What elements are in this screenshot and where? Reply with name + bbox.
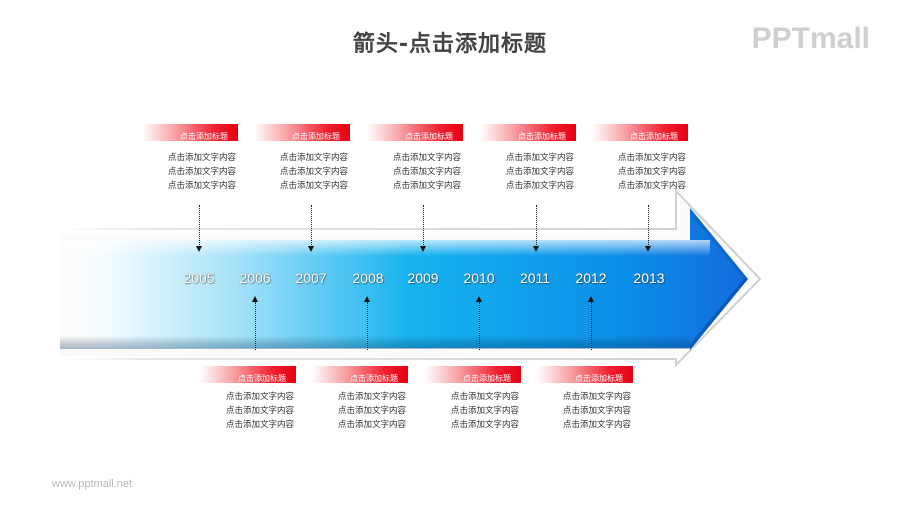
card-text-line[interactable]: 点击添加文字内容 xyxy=(617,167,686,177)
card-text-line[interactable]: 点击添加文字内容 xyxy=(225,420,294,430)
year-label: 2010 xyxy=(463,270,495,286)
card-title[interactable]: 点击添加标题 xyxy=(238,374,286,383)
card-title-bar[interactable]: 点击添加标题 xyxy=(480,124,576,141)
card-title[interactable]: 点击添加标题 xyxy=(518,132,566,141)
timeline-card-top[interactable]: 点击添加标题 点击添加文字内容 点击添加文字内容 点击添加文字内容 xyxy=(254,124,350,193)
arrow-down-icon xyxy=(196,246,202,252)
card-title-bar[interactable]: 点击添加标题 xyxy=(312,366,408,383)
connector-line xyxy=(311,205,312,247)
connector-line xyxy=(648,205,649,247)
connector-line xyxy=(255,302,256,350)
year-label: 2012 xyxy=(575,270,607,286)
year-label: 2007 xyxy=(295,270,327,286)
card-title-bar[interactable]: 点击添加标题 xyxy=(537,366,633,383)
year-label: 2005 xyxy=(183,270,215,286)
card-title-bar[interactable]: 点击添加标题 xyxy=(425,366,521,383)
arrow-up-icon xyxy=(364,296,370,302)
connector-line xyxy=(479,302,480,350)
arrow-down-icon xyxy=(420,246,426,252)
card-title[interactable]: 点击添加标题 xyxy=(463,374,511,383)
connector-line xyxy=(423,205,424,247)
arrow-down-icon xyxy=(533,246,539,252)
arrow-down-icon xyxy=(308,246,314,252)
timeline-card-top[interactable]: 点击添加标题 点击添加文字内容 点击添加文字内容 点击添加文字内容 xyxy=(367,124,463,193)
card-text-line[interactable]: 点击添加文字内容 xyxy=(505,181,574,191)
card-title[interactable]: 点击添加标题 xyxy=(575,374,623,383)
connector-line xyxy=(199,205,200,247)
card-text-line[interactable]: 点击添加文字内容 xyxy=(225,392,294,402)
connector-line xyxy=(367,302,368,350)
timeline-card-top[interactable]: 点击添加标题 点击添加文字内容 点击添加文字内容 点击添加文字内容 xyxy=(592,124,688,193)
card-text-line[interactable]: 点击添加文字内容 xyxy=(167,153,236,163)
card-text-line[interactable]: 点击添加文字内容 xyxy=(617,181,686,191)
footer-url: www.pptmall.net xyxy=(52,478,133,490)
card-text-line[interactable]: 点击添加文字内容 xyxy=(279,153,348,163)
timeline-card-bottom[interactable]: 点击添加标题 点击添加文字内容 点击添加文字内容 点击添加文字内容 xyxy=(200,366,296,432)
card-text-line[interactable]: 点击添加文字内容 xyxy=(337,392,406,402)
card-title-bar[interactable]: 点击添加标题 xyxy=(254,124,350,141)
timeline-card-bottom[interactable]: 点击添加标题 点击添加文字内容 点击添加文字内容 点击添加文字内容 xyxy=(312,366,408,432)
card-text-line[interactable]: 点击添加文字内容 xyxy=(225,406,294,416)
card-title-bar[interactable]: 点击添加标题 xyxy=(200,366,296,383)
card-title[interactable]: 点击添加标题 xyxy=(292,132,340,141)
year-label: 2011 xyxy=(519,270,551,286)
card-text-line[interactable]: 点击添加文字内容 xyxy=(450,420,519,430)
arrow-up-icon xyxy=(476,296,482,302)
page-title: 箭头-点击添加标题 xyxy=(352,32,548,57)
card-text-line[interactable]: 点击添加文字内容 xyxy=(505,167,574,177)
card-title[interactable]: 点击添加标题 xyxy=(180,132,228,141)
card-text-line[interactable]: 点击添加文字内容 xyxy=(450,406,519,416)
card-title[interactable]: 点击添加标题 xyxy=(630,132,678,141)
card-title[interactable]: 点击添加标题 xyxy=(350,374,398,383)
card-text-line[interactable]: 点击添加文字内容 xyxy=(392,167,461,177)
card-text-line[interactable]: 点击添加文字内容 xyxy=(279,181,348,191)
card-title-bar[interactable]: 点击添加标题 xyxy=(592,124,688,141)
card-text-line[interactable]: 点击添加文字内容 xyxy=(450,392,519,402)
timeline-card-top[interactable]: 点击添加标题 点击添加文字内容 点击添加文字内容 点击添加文字内容 xyxy=(142,124,238,193)
connector-line xyxy=(536,205,537,247)
timeline-card-bottom[interactable]: 点击添加标题 点击添加文字内容 点击添加文字内容 点击添加文字内容 xyxy=(425,366,521,432)
arrow-up-icon xyxy=(588,296,594,302)
card-text-line[interactable]: 点击添加文字内容 xyxy=(562,406,631,416)
card-text-line[interactable]: 点击添加文字内容 xyxy=(562,392,631,402)
timeline-card-top[interactable]: 点击添加标题 点击添加文字内容 点击添加文字内容 点击添加文字内容 xyxy=(480,124,576,193)
card-text-line[interactable]: 点击添加文字内容 xyxy=(167,167,236,177)
pptmall-logo: PPTmall xyxy=(751,22,870,55)
year-label: 2009 xyxy=(407,270,439,286)
year-label: 2008 xyxy=(352,270,384,286)
card-title-bar[interactable]: 点击添加标题 xyxy=(367,124,463,141)
arrow-down-icon xyxy=(645,246,651,252)
card-text-line[interactable]: 点击添加文字内容 xyxy=(505,153,574,163)
card-text-line[interactable]: 点击添加文字内容 xyxy=(392,181,461,191)
connector-line xyxy=(591,302,592,350)
year-label: 2013 xyxy=(633,270,665,286)
card-text-line[interactable]: 点击添加文字内容 xyxy=(167,181,236,191)
card-text-line[interactable]: 点击添加文字内容 xyxy=(617,153,686,163)
card-text-line[interactable]: 点击添加文字内容 xyxy=(279,167,348,177)
card-title[interactable]: 点击添加标题 xyxy=(405,132,453,141)
arrow-up-icon xyxy=(252,296,258,302)
card-text-line[interactable]: 点击添加文字内容 xyxy=(562,420,631,430)
card-text-line[interactable]: 点击添加文字内容 xyxy=(392,153,461,163)
card-text-line[interactable]: 点击添加文字内容 xyxy=(337,420,406,430)
card-title-bar[interactable]: 点击添加标题 xyxy=(142,124,238,141)
card-text-line[interactable]: 点击添加文字内容 xyxy=(337,406,406,416)
timeline-card-bottom[interactable]: 点击添加标题 点击添加文字内容 点击添加文字内容 点击添加文字内容 xyxy=(537,366,633,432)
year-label: 2006 xyxy=(239,270,271,286)
